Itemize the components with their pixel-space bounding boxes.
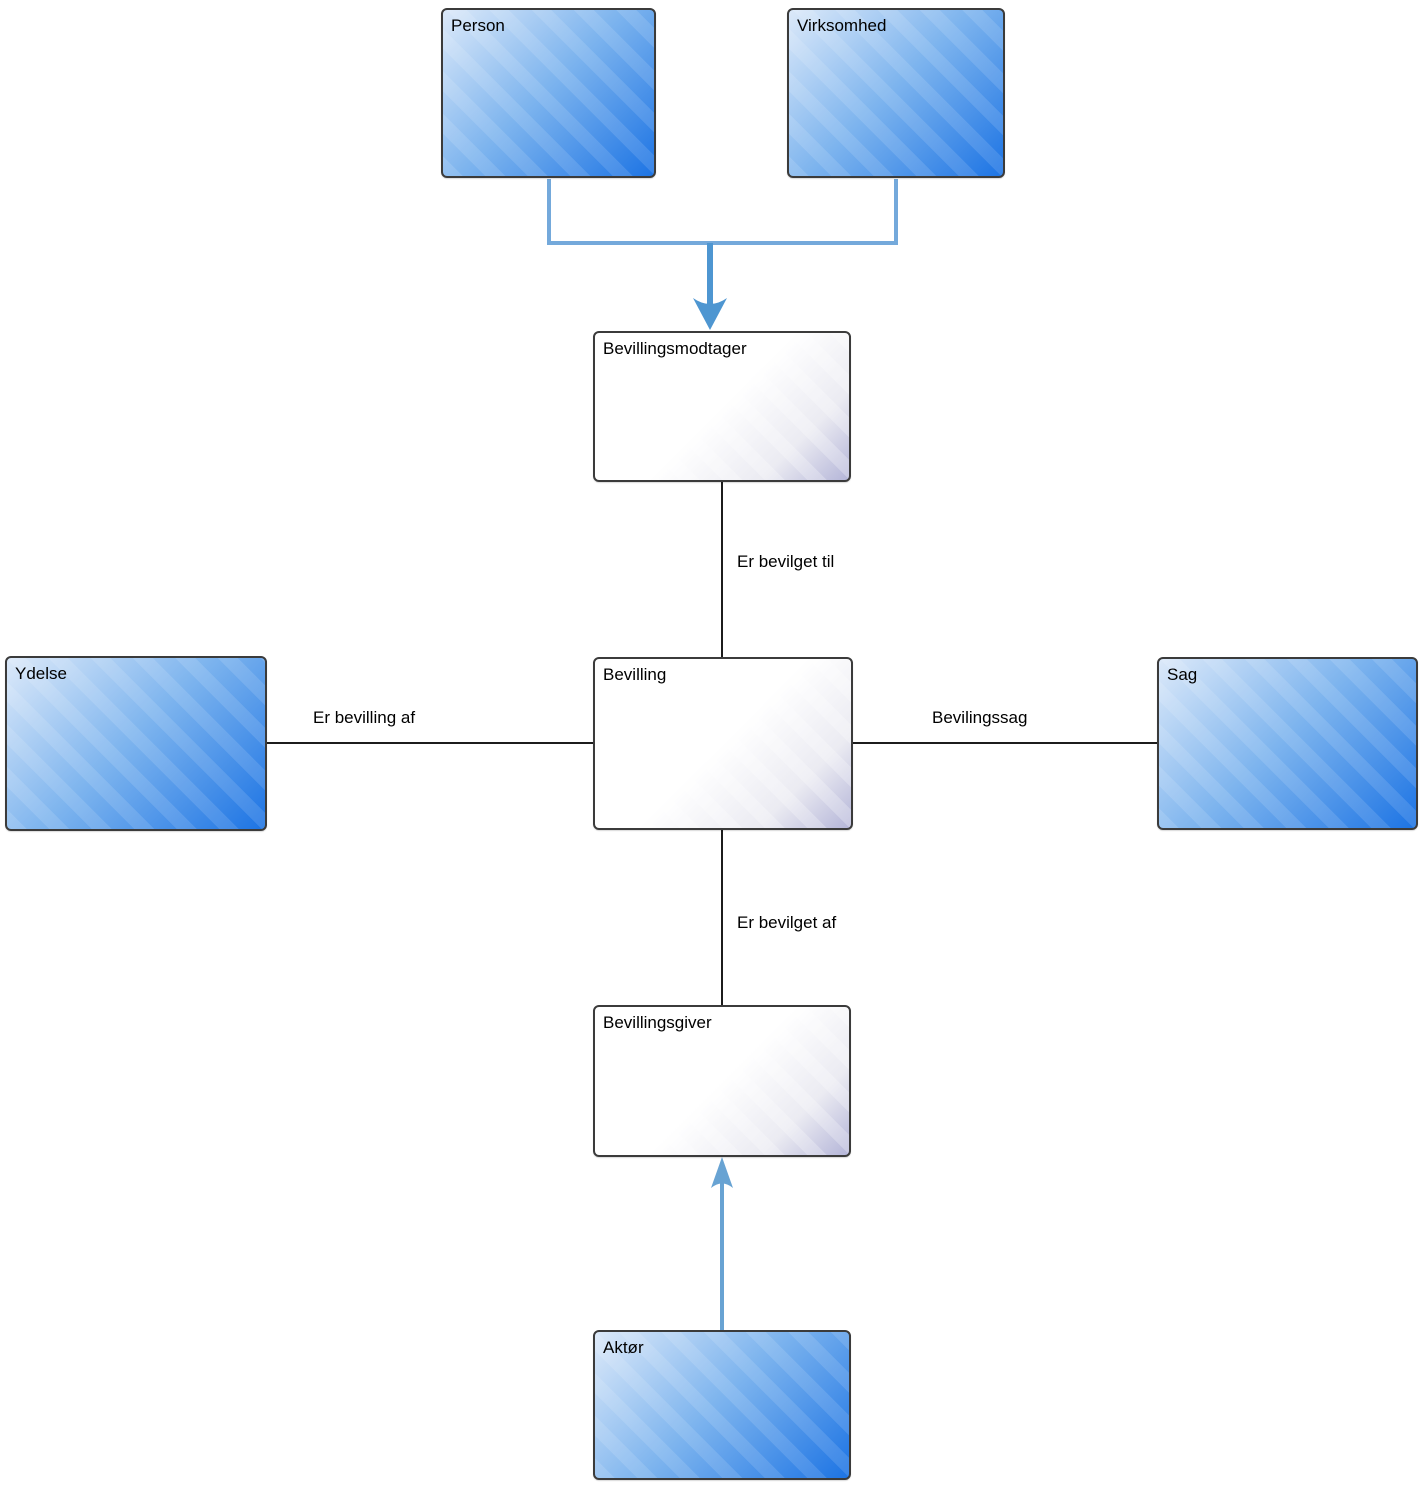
node-person-label: Person [451, 16, 505, 35]
arrowhead-to-bevillingsmodtager [693, 298, 727, 330]
node-bevillingsmodtager-label: Bevillingsmodtager [603, 339, 747, 358]
node-person[interactable]: Person [441, 8, 656, 178]
node-ydelse-label: Ydelse [15, 664, 67, 683]
edge-label-er-bevilling-af: Er bevilling af [313, 708, 416, 727]
node-bevillingsgiver-label: Bevillingsgiver [603, 1013, 712, 1032]
connector-person-virksomhed-merge [547, 179, 898, 245]
node-sag[interactable]: Sag [1157, 657, 1418, 830]
node-virksomhed-label: Virksomhed [797, 16, 887, 35]
edge-label-er-bevilget-til: Er bevilget til [737, 552, 835, 571]
edge-label-bevilingssag: Bevilingssag [932, 708, 1028, 727]
node-bevilling[interactable]: Bevilling [593, 657, 853, 830]
edge-label-er-bevilget-af: Er bevilget af [737, 913, 837, 932]
node-bevillingsmodtager[interactable]: Bevillingsmodtager [593, 331, 851, 482]
arrowhead-aktor-bevillingsgiver [711, 1157, 733, 1188]
node-aktor[interactable]: Aktør [593, 1330, 851, 1480]
node-bevillingsgiver[interactable]: Bevillingsgiver [593, 1005, 851, 1157]
node-ydelse[interactable]: Ydelse [5, 656, 267, 831]
node-sag-label: Sag [1167, 665, 1198, 684]
node-virksomhed[interactable]: Virksomhed [787, 8, 1005, 178]
node-aktor-label: Aktør [603, 1338, 644, 1357]
node-bevilling-label: Bevilling [603, 665, 667, 684]
